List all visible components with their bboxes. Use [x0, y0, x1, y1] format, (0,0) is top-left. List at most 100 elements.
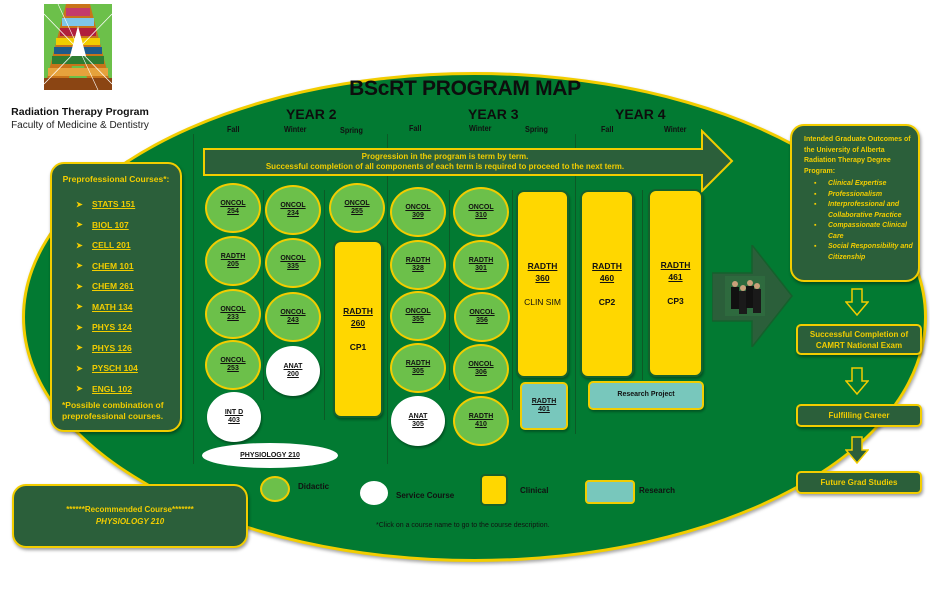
list-item: ▪Compassionate Clinical Care — [814, 221, 914, 242]
course-physiology-210[interactable]: PHYSIOLOGY 210 — [202, 443, 338, 468]
course-dept: ONCOL — [469, 308, 495, 316]
list-item: ➤ STATS 151 — [76, 194, 138, 215]
course-num: 310 — [475, 212, 487, 219]
pathway-camrt-exam: Successful Completion of CAMRT National … — [796, 324, 922, 355]
pathway-fulfilling-career: Fulfilling Career — [796, 404, 922, 427]
course-link-psych-104[interactable]: PYSCH 104 — [92, 363, 138, 374]
course-dept: ONCOL — [280, 254, 306, 262]
course-num: 234 — [287, 210, 299, 217]
preprofessional-heading: Preprofessional Courses*: — [62, 174, 170, 184]
program-title: Radiation Therapy Program — [11, 106, 149, 118]
outcomes-list: ▪Clinical Expertise ▪Professionalism ▪ In… — [814, 179, 914, 263]
course-num: 403 — [228, 417, 240, 424]
column-divider — [642, 190, 643, 380]
course-link-chem-261[interactable]: CHEM 261 — [92, 281, 134, 292]
course-dept: ANAT — [283, 362, 303, 370]
list-item: ➤ ENGL 102 — [76, 379, 138, 400]
clinical-swatch — [480, 474, 508, 506]
bullet-icon: ▪ — [814, 180, 817, 187]
bullet-icon: ▪ — [814, 222, 817, 229]
legend-label: Clinical — [520, 485, 549, 495]
research-project-box[interactable]: Research Project — [588, 381, 704, 410]
chevron-right-icon: ➤ — [76, 384, 83, 394]
bullet-icon: ▪ — [814, 243, 817, 250]
year-4-heading: YEAR 4 — [615, 106, 666, 122]
recommended-course: PHYSIOLOGY 210 — [95, 517, 165, 526]
course-num: 355 — [412, 316, 424, 323]
course-link-phys-124[interactable]: PHYS 124 — [92, 322, 132, 333]
list-item: ➤CHEM 261 — [76, 276, 138, 297]
legend-clinical: Clinical — [480, 474, 548, 506]
term-y2-fall: Fall — [227, 124, 240, 134]
course-dept: RADTH — [592, 261, 622, 271]
course-dept: RADTH — [527, 261, 558, 271]
course-subtitle: CP2 — [598, 297, 616, 307]
course-num: 200 — [287, 371, 299, 378]
course-link-phys-126[interactable]: PHYS 126 — [92, 342, 132, 353]
down-arrow-icon — [845, 288, 869, 316]
graduates-image — [725, 276, 765, 316]
course-link-math-134[interactable]: MATH 134 — [92, 301, 133, 312]
course-num: 306 — [475, 369, 487, 376]
course-link-engl-102[interactable]: ENGL 102 — [92, 383, 133, 394]
legend-label: Research — [639, 485, 676, 495]
outcome-text: Interprofessional and Collaborative Prac… — [828, 201, 902, 219]
legend-research: Research — [585, 480, 675, 504]
course-num: 305 — [412, 368, 424, 375]
research-swatch — [585, 480, 635, 504]
term-y3-spring: Spring — [525, 124, 548, 134]
course-dept: ONCOL — [405, 307, 431, 315]
chevron-right-icon: ➤ — [76, 343, 83, 353]
course-dept: ONCOL — [280, 308, 306, 316]
list-item: ▪Social Responsibility and Citizenship — [814, 242, 914, 263]
column-divider — [193, 134, 194, 464]
bullet-icon: ▪ — [814, 190, 817, 198]
course-dept: RADTH — [468, 412, 494, 420]
chevron-right-icon: ➤ — [76, 199, 83, 209]
course-link-cell-201[interactable]: CELL 201 — [92, 240, 131, 251]
preprofessional-list: ➤STATS 151 ➤BIOL 107 ➤CELL 201 ➤CHEM 101… — [76, 194, 138, 399]
course-link-stats-151[interactable]: STATS 151 — [92, 199, 136, 210]
list-item: ▪Clinical Expertise — [814, 179, 914, 190]
course-link-chem-101[interactable]: CHEM 101 — [92, 260, 134, 271]
chevron-right-icon: ➤ — [76, 302, 83, 312]
term-y4-fall: Fall — [601, 124, 614, 134]
course-link-biol-107[interactable]: BIOL 107 — [92, 219, 129, 230]
list-item: ➤PHYS 124 — [76, 317, 138, 338]
course-dept: RADTH — [468, 256, 494, 264]
faculty-subtitle: Faculty of Medicine & Dentistry — [11, 120, 149, 131]
list-item: ➤BIOL 107 — [76, 215, 138, 236]
course-dept: RADTH — [660, 260, 691, 270]
didactic-swatch — [260, 476, 290, 502]
course-num: 461 — [668, 272, 683, 282]
progression-note: Progression in the program is term by te… — [210, 152, 680, 172]
course-dept: RADTH — [343, 306, 373, 316]
down-arrow-icon — [845, 436, 869, 464]
list-item: ▪Professionalism — [814, 190, 914, 201]
